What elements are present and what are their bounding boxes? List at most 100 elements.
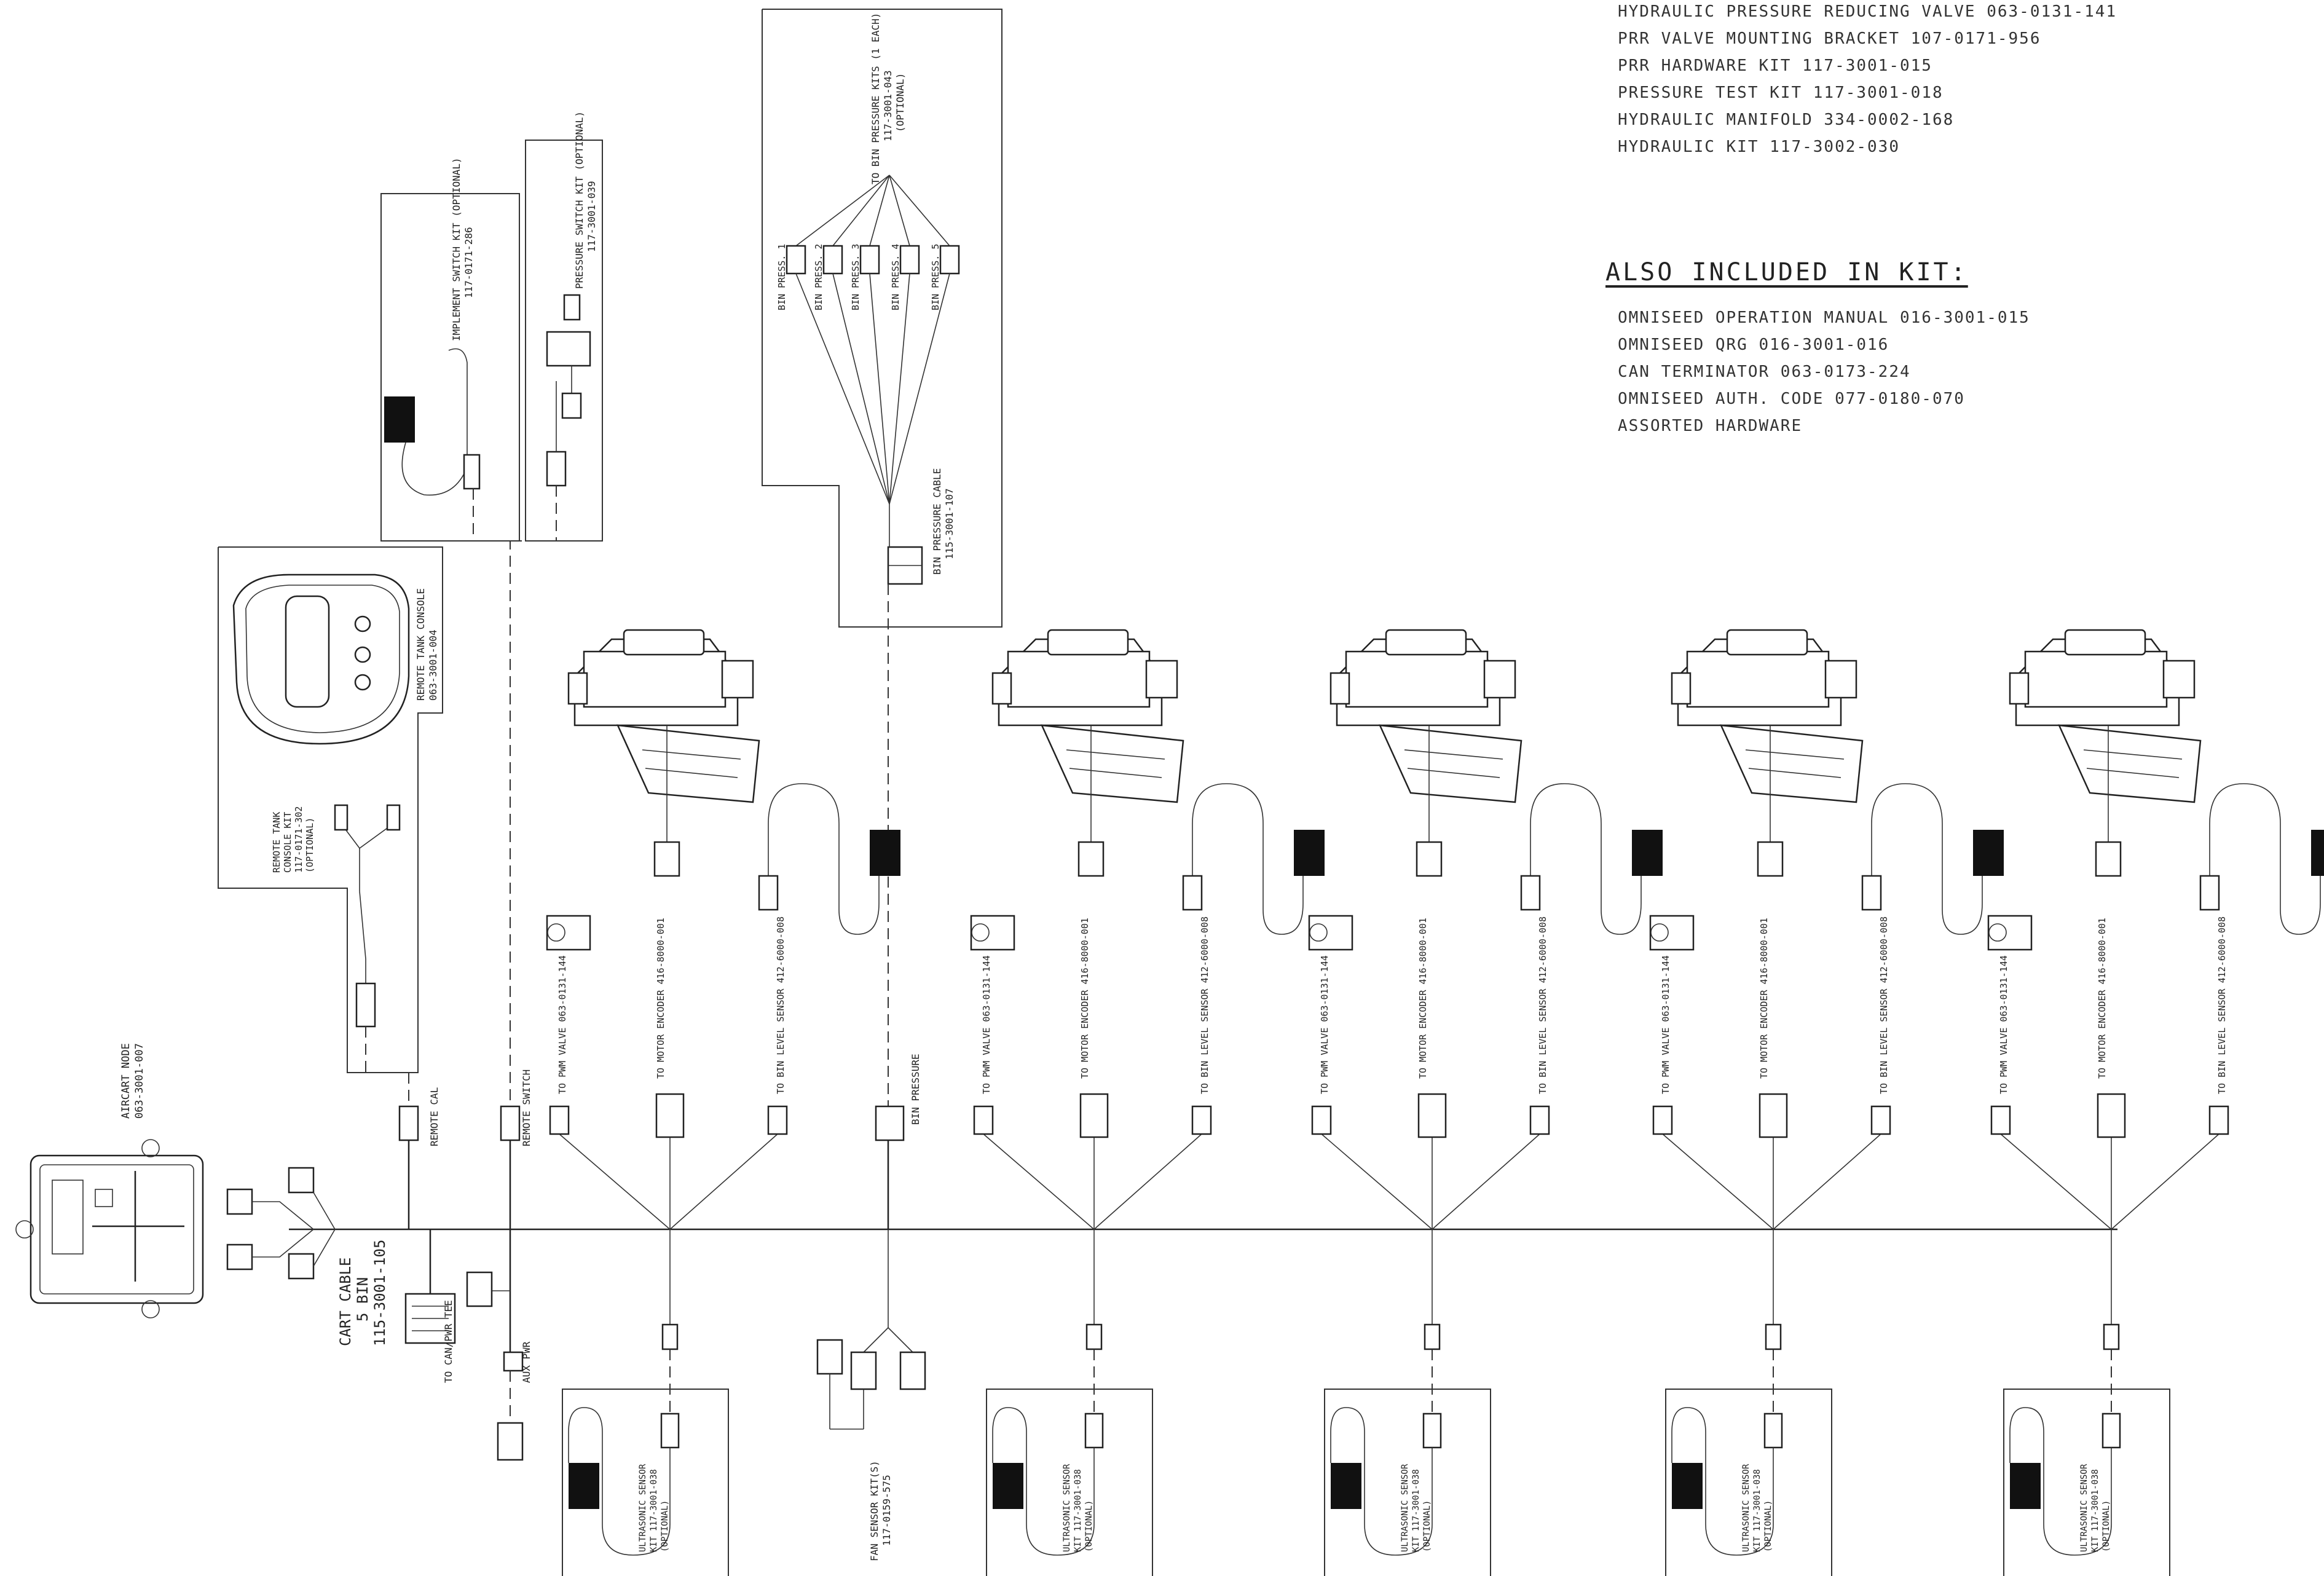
- ultrasonic-cable: [2009, 1407, 2112, 1556]
- bin-press-wire-top: [795, 175, 890, 246]
- to-pwm-valve-label: TO PWM VALVE 063-0131-144: [1319, 955, 1330, 1094]
- ultrasonic-kit-box: [2003, 1389, 2170, 1576]
- kit-part-item: HYDRAULIC MANIFOLD 334-0002-168: [1618, 111, 1955, 129]
- can-pwr-tee-connector: [404, 1229, 456, 1344]
- motor-encoder-connector: [1079, 1093, 1109, 1138]
- pwm-branch-wire: [2000, 1133, 2112, 1230]
- bin-press-label: BIN PRESS. 3: [850, 244, 861, 310]
- bin-press-wire-top: [869, 175, 890, 246]
- level-sensor-cable: [768, 783, 880, 935]
- to-pwm-valve-label: TO PWM VALVE 063-0131-144: [557, 955, 568, 1094]
- aircart-node-label: AIRCART NODE 063-3001-007: [120, 1037, 146, 1119]
- ultrasonic-cable: [992, 1407, 1095, 1556]
- level-branch-wire: [669, 1133, 778, 1230]
- to-pwm-valve-label: TO PWM VALVE 063-0131-144: [981, 955, 992, 1094]
- level-sensor-cable: [2209, 783, 2321, 935]
- bin-press-wire-bottom: [869, 273, 890, 505]
- remote-tank-console-label: REMOTE TANK CONSOLE 063-3001-004: [415, 582, 439, 701]
- level-sensor-plug: [1182, 875, 1203, 911]
- pwm-valve-connector: [973, 1105, 994, 1135]
- ultrasonic-sensor: [2010, 1463, 2041, 1509]
- pwm-valve-connector: [1652, 1105, 1673, 1135]
- metering-motor: [991, 629, 1184, 803]
- ultrasonic-sensor: [993, 1463, 1023, 1509]
- pwm-valve: [970, 915, 1015, 951]
- bin-press-label: BIN PRESS. 2: [813, 244, 824, 310]
- pwm-branch-wire: [983, 1133, 1095, 1230]
- bin-pressure-kit-box: [762, 9, 1002, 628]
- to-bin-level-sensor-label: TO BIN LEVEL SENSOR 412-6000-008: [2216, 916, 2227, 1094]
- to-bin-level-sensor-label: TO BIN LEVEL SENSOR 412-6000-008: [1199, 916, 1210, 1094]
- bin-press-label: BIN PRESS. 5: [930, 244, 941, 310]
- ultrasonic-plug: [2101, 1412, 2121, 1449]
- pwm-valve: [1649, 915, 1695, 951]
- bin-press-connector: [822, 245, 843, 275]
- bin-pressure-cable-label: BIN PRESSURE CABLE 115-3001-107: [931, 462, 955, 575]
- also-included-item: OMNISEED OPERATION MANUAL 016-3001-015: [1618, 309, 2030, 327]
- cart-cable-label: CART CABLE 5 BIN 115-3001-105: [337, 1240, 388, 1346]
- bin-press-label: BIN PRESS. 4: [890, 244, 901, 310]
- fan-sensor-kit-label: FAN SENSOR KIT(S) 117-0159-575: [869, 1455, 892, 1561]
- ultrasonic-kit-box: [562, 1389, 729, 1576]
- also-included-heading: ALSO INCLUDED IN KIT:: [1605, 258, 1968, 286]
- ultrasonic-plug: [1763, 1412, 1783, 1449]
- pwm-valve-connector: [1311, 1105, 1332, 1135]
- ultrasonic-cart-connector: [1765, 1323, 1782, 1350]
- bin-press-connector: [859, 245, 880, 275]
- to-motor-encoder-label: TO MOTOR ENCODER 416-8000-001: [655, 918, 666, 1079]
- ultrasonic-plug: [1422, 1412, 1442, 1449]
- ultrasonic-plug: [1084, 1412, 1104, 1449]
- implement-switch-kit-label: IMPLEMENT SWITCH KIT (OPTIONAL) 117-0171…: [451, 152, 475, 341]
- encoder-plug: [2095, 841, 2122, 877]
- ultrasonic-cart-connector: [661, 1323, 679, 1350]
- ultrasonic-plug: [660, 1412, 680, 1449]
- aux-pwr-label: AUX PWR: [521, 1341, 532, 1383]
- aircart-connectors: [226, 1167, 336, 1280]
- pressure-switch-kit-label: PRESSURE SWITCH KIT (OPTIONAL) 117-3001-…: [573, 105, 597, 289]
- bin-press-connector: [786, 245, 806, 275]
- ultrasonic-sensor: [1672, 1463, 1703, 1509]
- pwm-branch-wire: [559, 1133, 671, 1230]
- bin-press-wire-bottom: [889, 273, 950, 505]
- ultrasonic-cable: [1671, 1407, 1774, 1556]
- bin-press-wire-bottom: [889, 273, 910, 505]
- bin-press-label: BIN PRESS. 1: [776, 244, 787, 310]
- ultrasonic-cable: [1330, 1407, 1433, 1556]
- remote-switch-connector: [500, 1105, 521, 1229]
- bin-level-sensor: [1632, 830, 1663, 876]
- motor-encoder-connector: [1417, 1093, 1447, 1138]
- to-bin-level-sensor-label: TO BIN LEVEL SENSOR 412-6000-008: [775, 916, 786, 1094]
- bin-level-connector: [767, 1105, 788, 1135]
- motor-encoder-connector: [2097, 1093, 2126, 1138]
- bin-level-connector: [1191, 1105, 1212, 1135]
- ultrasonic-cart-connector: [2103, 1323, 2120, 1350]
- bin-module: TO PWM VALVE 063-0131-144 TO MOTOR ENCODE…: [1308, 629, 1663, 1576]
- metering-motor: [567, 629, 760, 803]
- ultrasonic-kit-box: [1665, 1389, 1832, 1576]
- bin-pressure-connectors: BIN PRESS. 1 BIN PRESS. 2 BIN PRESS. 3 BIN …: [776, 175, 960, 547]
- encoder-plug: [653, 841, 680, 877]
- bin-press-wire-bottom: [795, 273, 890, 505]
- to-motor-encoder-label: TO MOTOR ENCODER 416-8000-001: [1417, 918, 1428, 1079]
- level-sensor-cable: [1192, 783, 1304, 935]
- ultrasonic-kit-box: [1324, 1389, 1491, 1576]
- level-sensor-plug: [1861, 875, 1882, 911]
- implement-switch-kit-box: [380, 193, 520, 542]
- also-included-item: CAN TERMINATOR 063-0173-224: [1618, 363, 1911, 381]
- bin-press-connector: [939, 245, 960, 275]
- level-sensor-cable: [1871, 783, 1983, 935]
- ultrasonic-cart-connector: [1424, 1323, 1441, 1350]
- ultrasonic-cart-connector: [1085, 1323, 1103, 1350]
- level-sensor-plug: [758, 875, 779, 911]
- bin-level-connector: [1870, 1105, 1891, 1135]
- kit-part-item: PRR VALVE MOUNTING BRACKET 107-0171-956: [1618, 30, 2041, 48]
- bin-press-wire-bottom: [832, 273, 890, 505]
